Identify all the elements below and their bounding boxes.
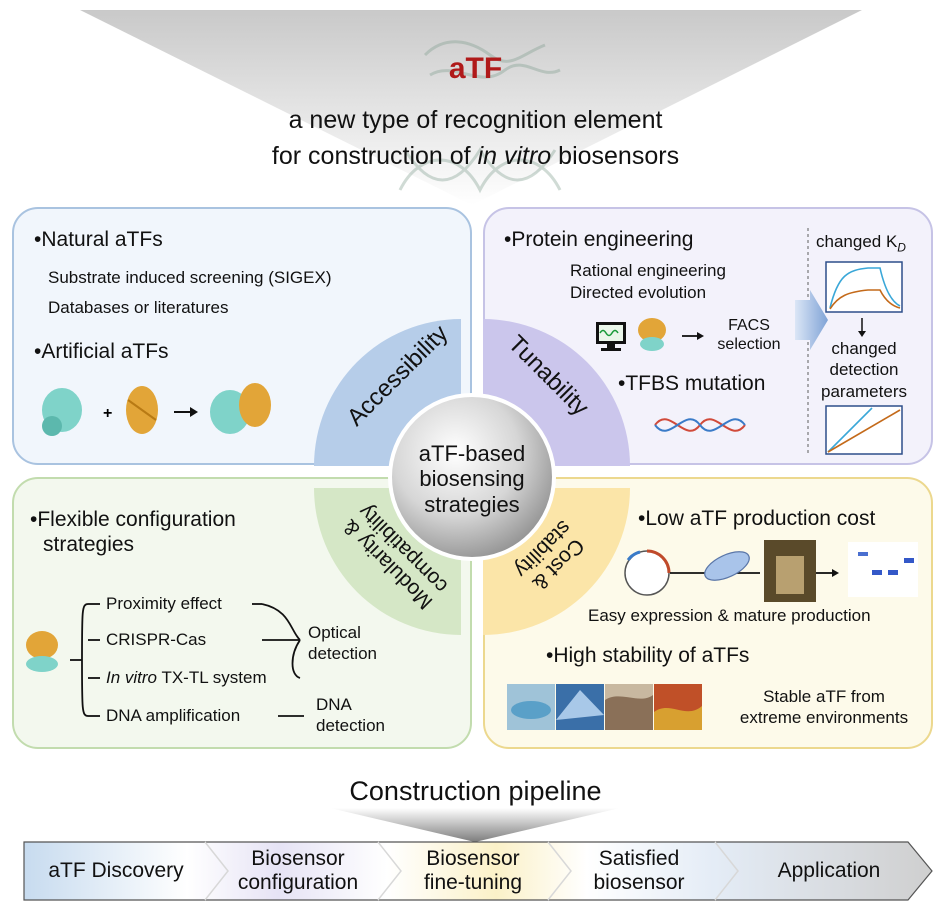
directed-evolution-text: Directed evolution — [570, 283, 707, 302]
protein-fusion-icon — [210, 383, 271, 434]
branch-tx-tl-system: In vitro TX-TL system — [106, 668, 267, 687]
protein-cyan-icon — [42, 388, 82, 436]
low-cost-bullet: •Low aTF production cost — [638, 507, 876, 530]
fermenter-icon — [764, 540, 816, 602]
protein-orange-icon — [126, 386, 158, 434]
branch-dna-amplification: DNA amplification — [106, 706, 241, 725]
protein-engineering-bullet: •Protein engineering — [504, 228, 694, 251]
extreme-environment-photos — [507, 684, 702, 730]
branch-proximity-effect: Proximity effect — [106, 594, 222, 613]
config-tree — [70, 603, 304, 717]
protein-dimer-icon — [26, 631, 58, 672]
pipeline-chevrons — [204, 841, 739, 901]
bacterium-icon — [704, 551, 750, 581]
strategy-wheel — [314, 319, 630, 635]
header-subtitle-line1: a new type of recognition element — [288, 106, 663, 134]
binding-curve-graph — [825, 261, 903, 313]
center-label: aTF-based biosensing strategies — [418, 441, 526, 517]
calibration-line-graph — [825, 405, 903, 455]
branch-crispr-cas: CRISPR-Cas — [106, 630, 207, 649]
natural-atfs-bullet: •Natural aTFs — [34, 228, 163, 251]
header-funnel — [80, 10, 862, 205]
easy-expression-text: Easy expression & mature production — [588, 606, 871, 625]
pipeline-title: Construction pipeline — [349, 776, 602, 806]
high-stability-bullet: •High stability of aTFs — [546, 644, 750, 667]
dna-helix-icon — [654, 418, 746, 432]
changed-kd-label: changed KD — [816, 232, 906, 255]
header-subtitle-line2: for construction of in vitro biosensors — [271, 142, 680, 170]
pipeline-stage-application: Application — [777, 859, 881, 883]
header-title: aTF — [448, 52, 503, 85]
computer-monitor-icon — [596, 322, 626, 351]
protein-dna-watermark — [398, 40, 562, 194]
plasmid-icon — [624, 549, 671, 596]
pipeline-stage-discovery: aTF Discovery — [48, 859, 184, 883]
center-sphere — [388, 393, 556, 561]
blue-arrow — [795, 290, 828, 350]
plus-sign: + — [103, 405, 112, 422]
protein-mutant-icon — [638, 318, 666, 351]
sigex-text: Substrate induced screening (SIGEX) — [48, 268, 332, 287]
tfbs-mutation-bullet: •TFBS mutation — [618, 372, 766, 395]
databases-text: Databases or literatures — [48, 298, 229, 317]
artificial-atfs-bullet: •Artificial aTFs — [34, 340, 169, 363]
pipeline-funnel-arrow — [330, 808, 620, 842]
pipeline-band — [23, 841, 933, 901]
protein-gel-icon — [848, 542, 918, 597]
rational-engineering-text: Rational engineering — [570, 261, 726, 280]
